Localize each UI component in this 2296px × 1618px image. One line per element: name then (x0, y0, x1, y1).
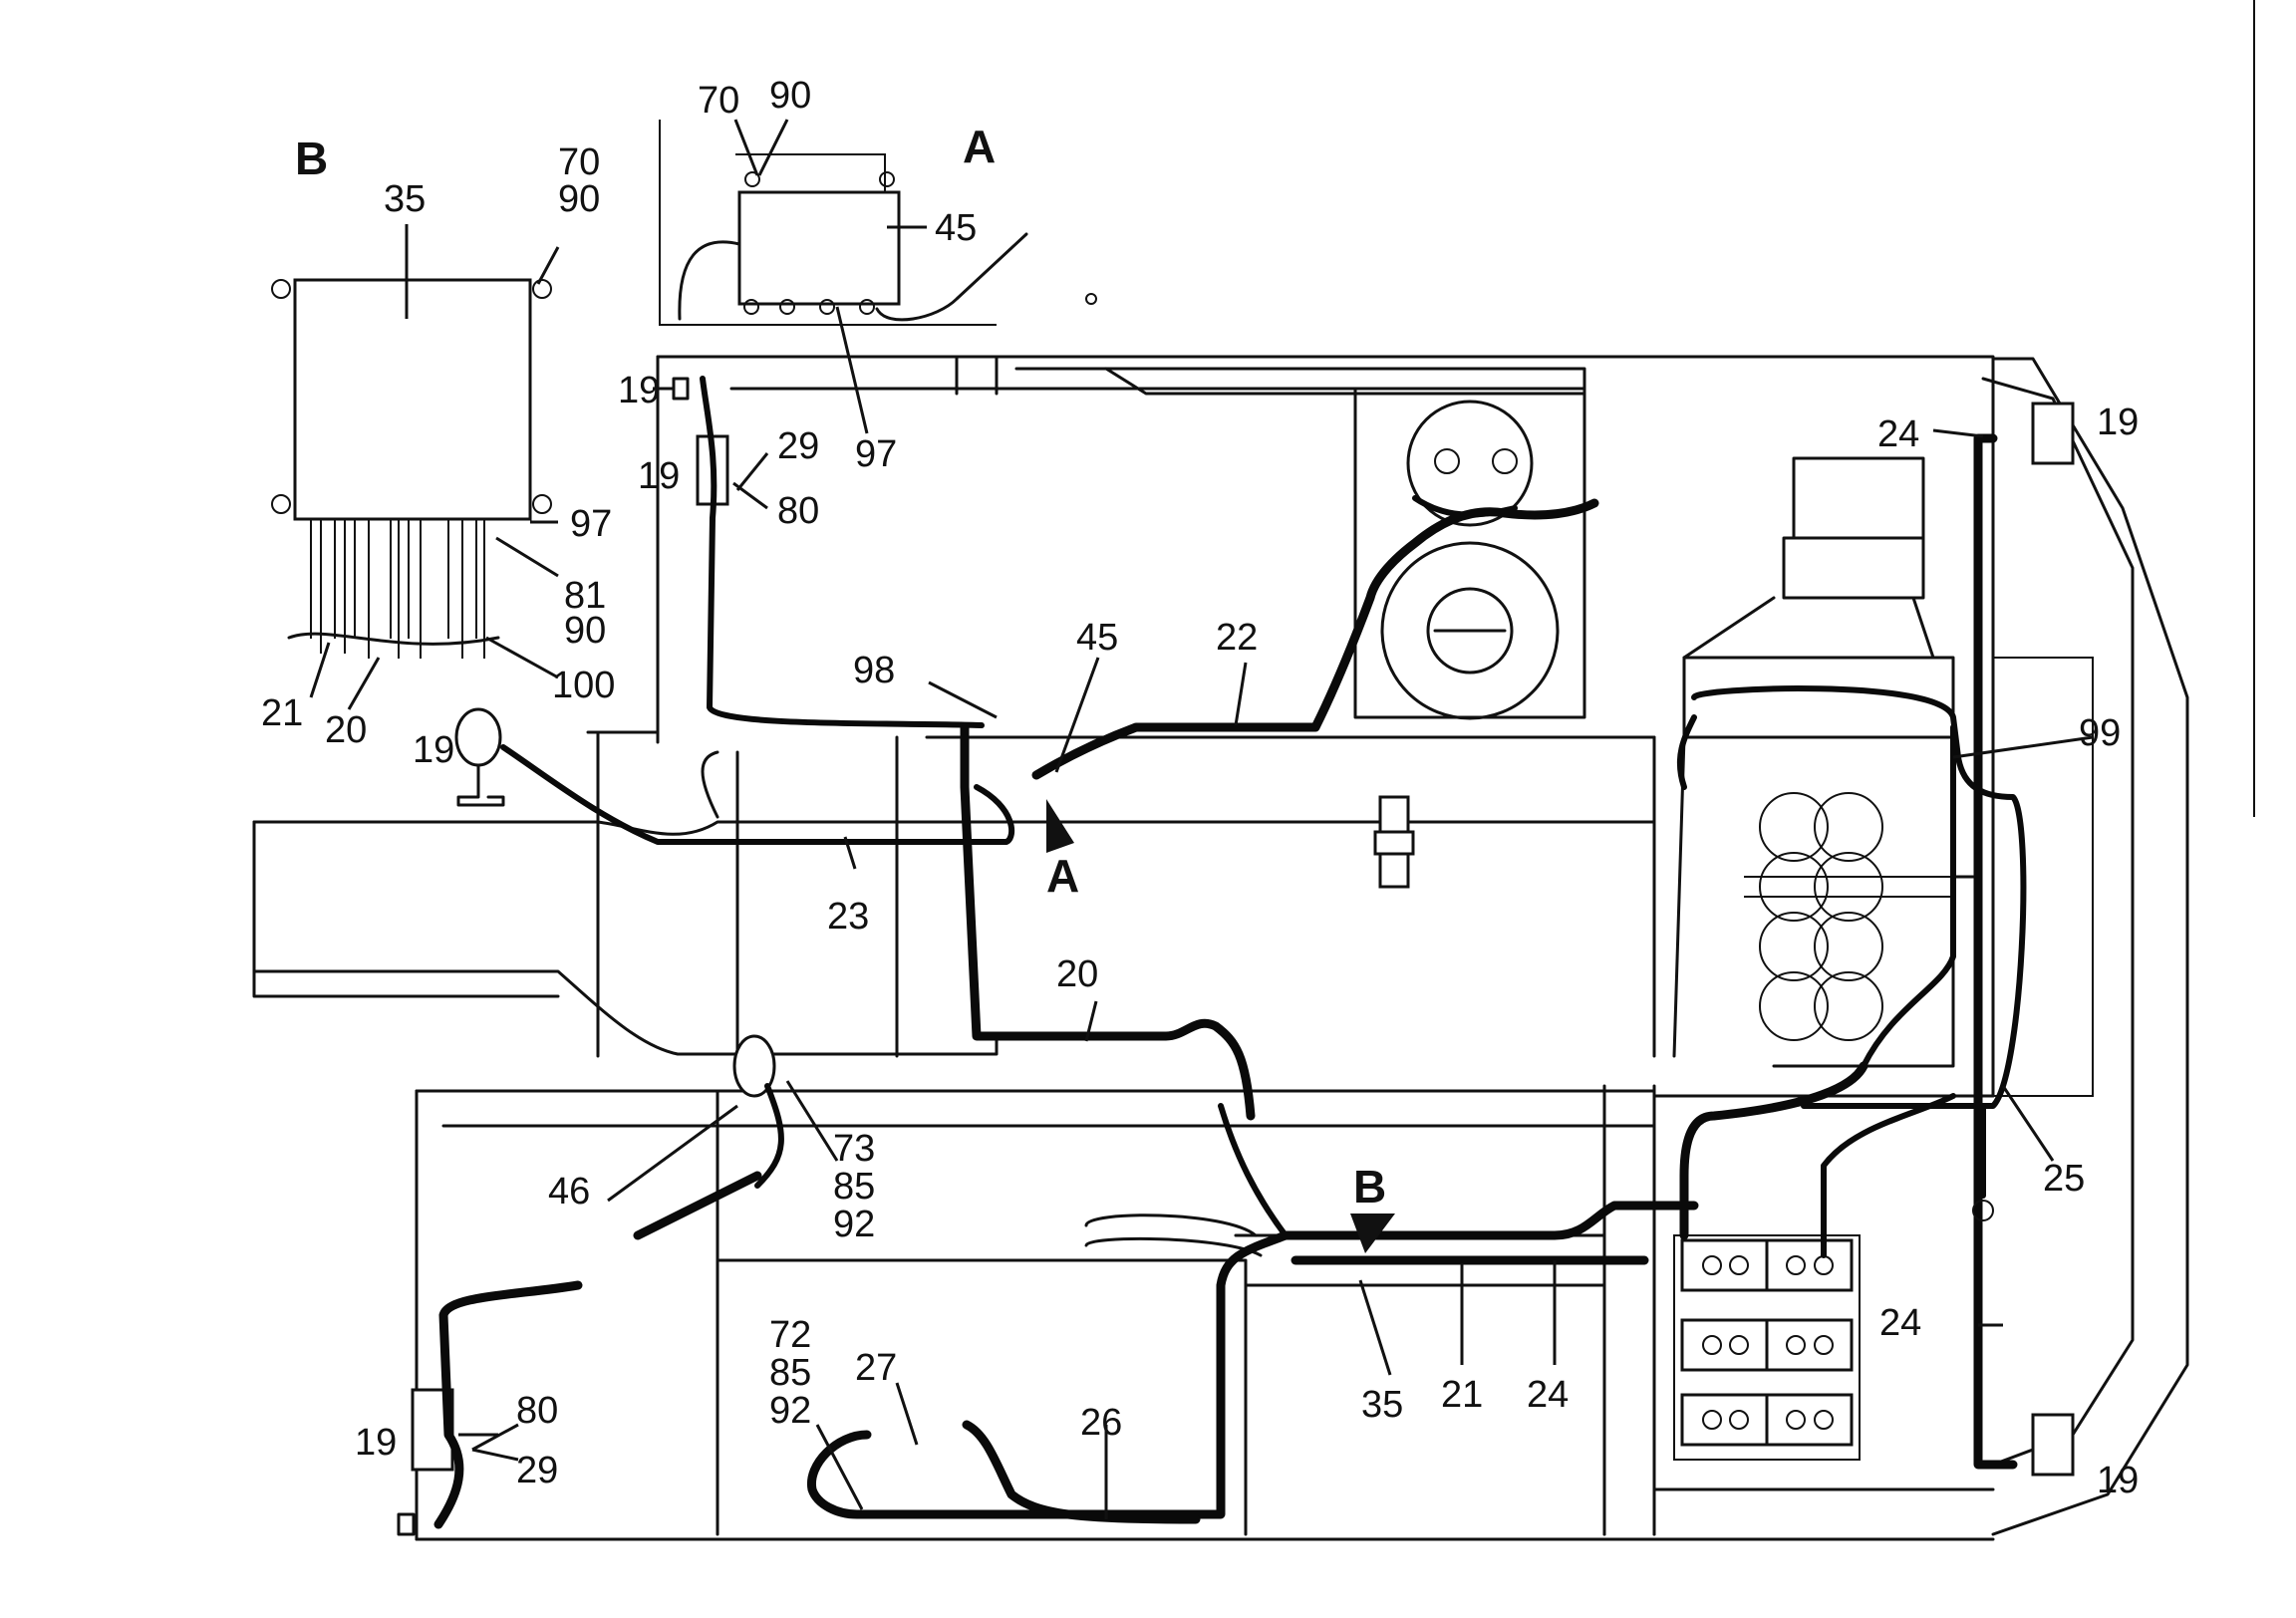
label-35-inset-b: 35 (384, 178, 426, 220)
label-70-inset-a: 70 (698, 80, 739, 122)
engine-block (1672, 456, 1975, 1068)
label-90-inset-a: 90 (769, 75, 811, 117)
label-90b-inset-b: 90 (564, 610, 606, 652)
label-25: 25 (2043, 1158, 2085, 1200)
label-19-left-lamp: 19 (638, 455, 680, 497)
label-27: 27 (855, 1347, 897, 1389)
lamps (397, 377, 2075, 1536)
label-92-upper: 92 (833, 1204, 875, 1245)
inset-b-control-box (271, 224, 560, 710)
label-98: 98 (853, 650, 895, 691)
label-23: 23 (827, 896, 869, 938)
label-85-lower: 85 (769, 1352, 811, 1394)
label-19-bottom-left: 19 (355, 1422, 397, 1464)
label-20-inset-b: 20 (325, 709, 367, 751)
view-b-title: B (295, 133, 328, 184)
inset-a-control-box (659, 119, 1028, 434)
label-97-inset-b: 97 (570, 503, 612, 545)
label-19-top-right: 19 (2097, 402, 2139, 443)
label-90-inset-b: 90 (558, 178, 600, 220)
label-100-inset-b: 100 (552, 665, 615, 706)
leader-lines (458, 387, 2094, 1519)
label-24-right: 24 (1879, 1302, 1921, 1344)
label-45-inset-a: 45 (935, 207, 977, 249)
label-80-bottom: 80 (516, 1390, 558, 1432)
label-29-top: 29 (777, 425, 819, 467)
view-arrow-a (1046, 799, 1074, 853)
label-19-bottom-right: 19 (2097, 1460, 2139, 1501)
label-24-middle: 24 (1527, 1374, 1569, 1416)
hydraulic-units (1085, 293, 1585, 720)
view-a-title: A (963, 121, 996, 172)
label-19-top-left: 19 (618, 370, 660, 411)
label-45-main: 45 (1076, 617, 1118, 659)
label-29-bottom: 29 (516, 1450, 558, 1491)
label-85-upper: 85 (833, 1166, 875, 1208)
label-72: 72 (769, 1314, 811, 1356)
view-a-arrow-label: A (1046, 850, 1079, 902)
label-20-main: 20 (1056, 953, 1098, 995)
label-21-main: 21 (1441, 1374, 1483, 1416)
label-26: 26 (1080, 1402, 1122, 1444)
view-arrow-b (1350, 1214, 1395, 1253)
label-99: 99 (2079, 712, 2121, 754)
label-22: 22 (1216, 617, 1258, 659)
label-81-inset-b: 81 (564, 575, 606, 617)
label-35-main: 35 (1361, 1384, 1403, 1426)
batteries (1673, 1234, 1861, 1461)
label-73: 73 (833, 1128, 875, 1170)
label-97-inset-a: 97 (855, 433, 897, 475)
label-46: 46 (548, 1171, 590, 1213)
label-80-top: 80 (777, 490, 819, 532)
wire-harnesses (433, 376, 2027, 1529)
view-b-arrow-label: B (1353, 1161, 1386, 1213)
label-21-inset-b: 21 (261, 692, 303, 734)
label-92-lower: 92 (769, 1390, 811, 1432)
label-24-top-right: 24 (1877, 413, 1919, 455)
label-70-inset-b: 70 (558, 141, 600, 183)
label-19-boom: 19 (413, 729, 454, 771)
